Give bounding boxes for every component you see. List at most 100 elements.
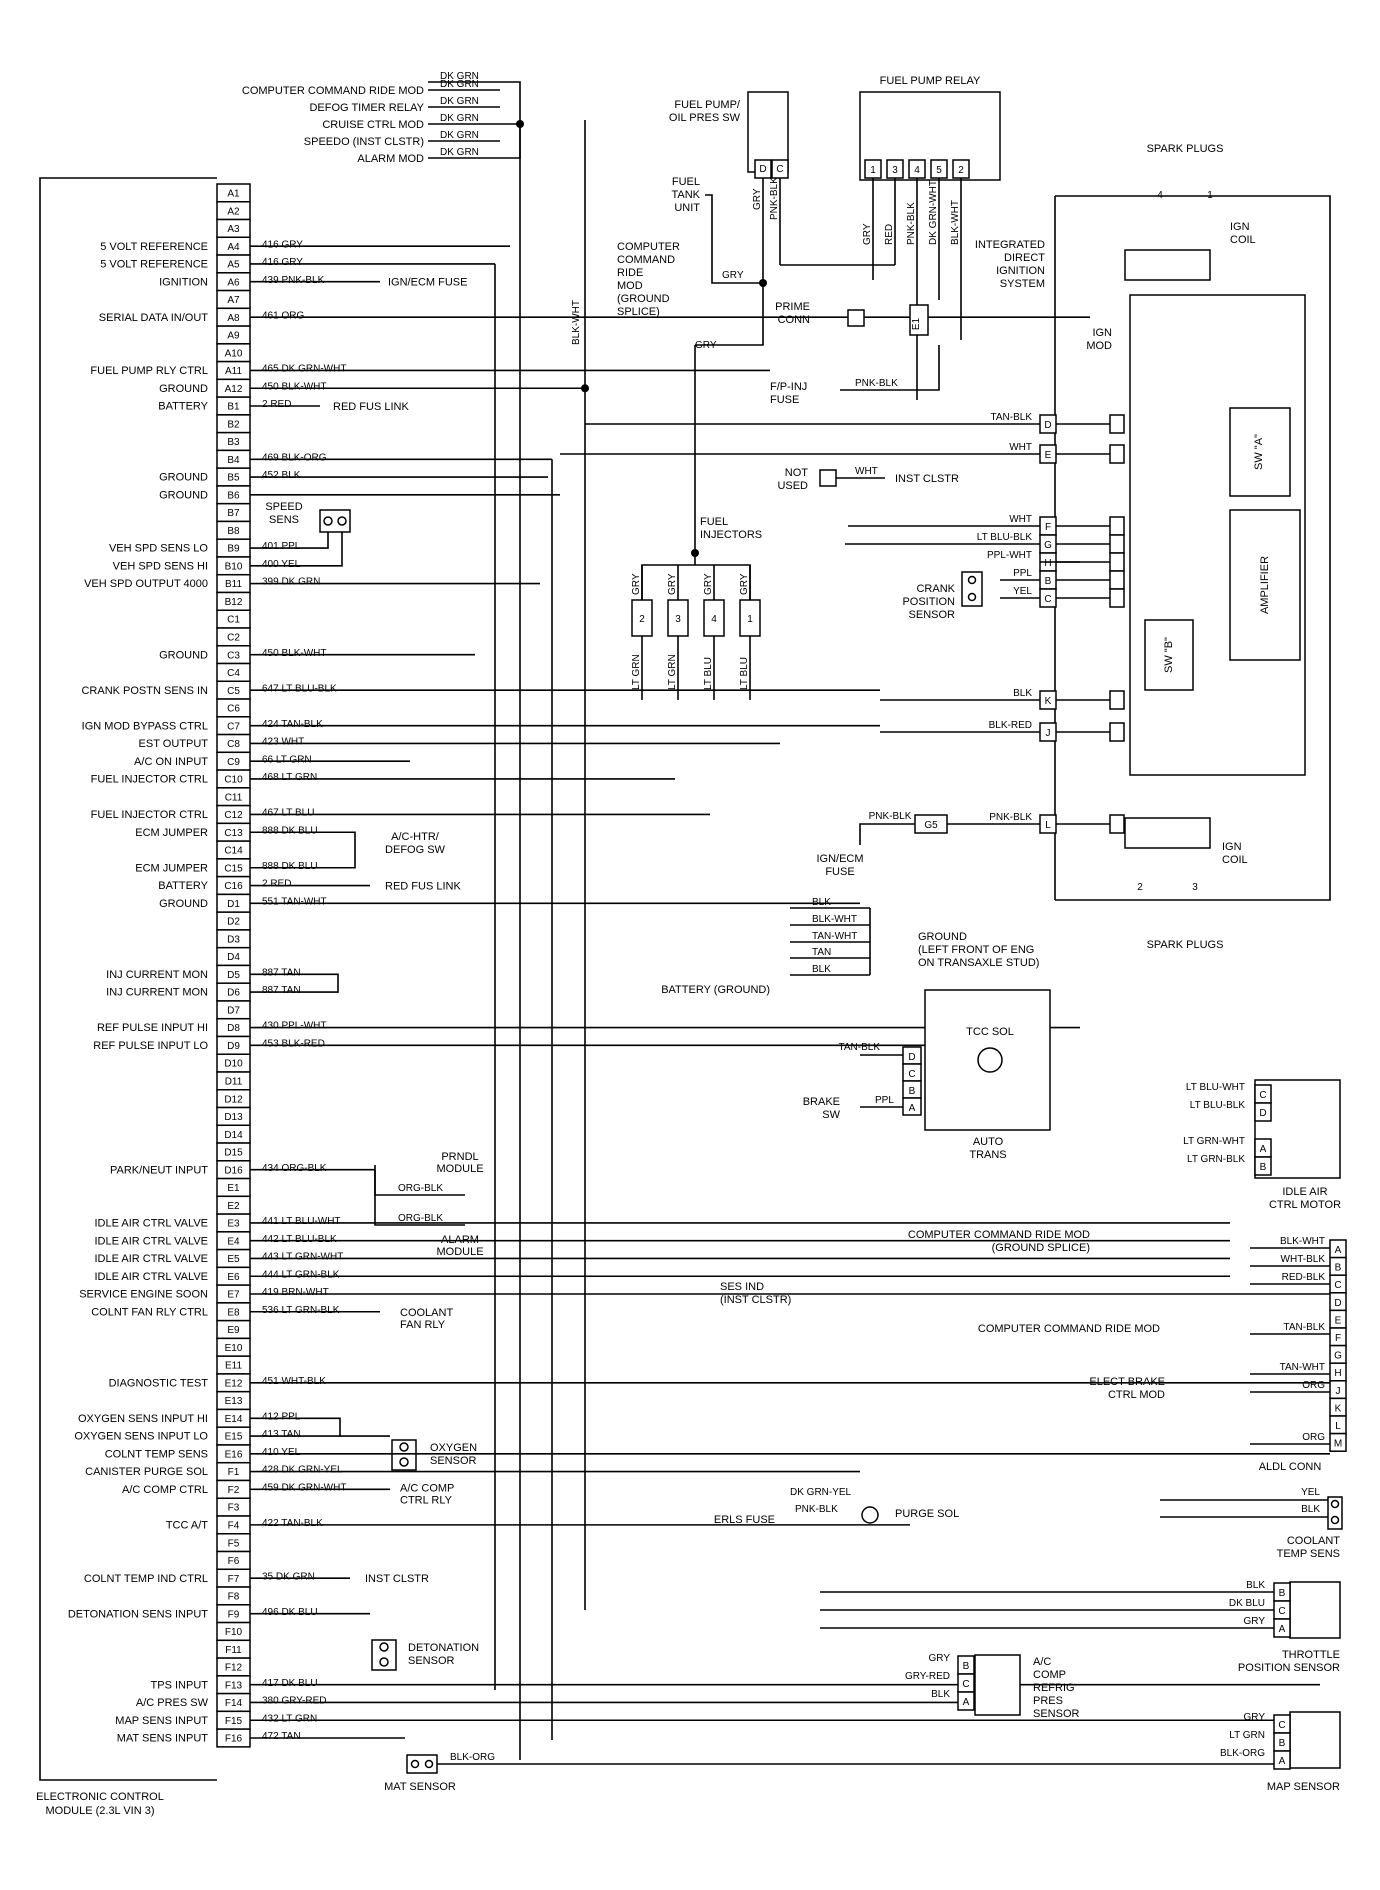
ecm-pin-id: C12 [224,810,243,821]
pin-id: H [1044,558,1051,569]
ecm-pin-id: E11 [225,1361,242,1372]
module-label: MOD [1086,340,1112,352]
module-label: OIL PRES SW [669,112,741,124]
wire-label: ORG-BLK [398,1213,443,1224]
terminal [1330,1515,1340,1525]
module-title: PRES [1033,1695,1063,1707]
module-title: POSITION SENSOR [1238,1662,1340,1674]
pin-id: K [1045,696,1052,707]
ecm-pin-label: BATTERY [158,401,208,413]
module-label: FUSE [770,394,799,406]
ecm-pin-id: B1 [227,402,240,413]
ecm-pin-id: E1 [227,1183,240,1194]
pin-id: E1 [911,317,922,330]
crank-sensor [961,571,983,607]
ecm-pin-id: C7 [227,721,240,732]
module-title: ALDL CONN [1259,1461,1322,1473]
ecm-pin-label: GROUND [159,472,208,484]
ecm-pin-label: A/C COMP CTRL [122,1484,208,1496]
module-title: A/C [1033,1656,1051,1668]
ecm-wire-label: 647 LT BLU-BLK [262,683,337,694]
wire-label: LT BLU-BLK [1190,1100,1246,1111]
ecm-pin-id: F9 [228,1609,240,1620]
ecm-pin-label: CANISTER PURGE SOL [85,1466,208,1478]
module-label: FAN RLY [400,1319,446,1331]
idis-term [1109,552,1125,572]
ecm-pin-label: GROUND [159,489,208,501]
module-label: CRANK [916,583,955,595]
module-label: MODULE [436,1163,483,1175]
wire-label: DK GRN [440,147,479,158]
ecm-pin-id: B4 [227,455,240,466]
module-label: A/C-HTR/ [391,831,440,843]
ecm-pin-id: D8 [227,1023,240,1034]
ecm-pin-label: VEH SPD SENS HI [113,560,208,572]
module-label: PURGE SOL [895,1508,959,1520]
iac-pin [1254,1156,1272,1176]
ecm-wire-label: 422 TAN-BLK [262,1518,323,1529]
module-label: INST CLSTR [365,1573,429,1585]
module-label: PRNDL [441,1151,478,1163]
module-title: SPARK PLUGS [1147,939,1224,951]
ecm-wire-label: 417 DK BLU [262,1678,318,1689]
module-label: SW "B" [1163,637,1175,673]
ecm-wire-label: 450 BLK-WHT [262,381,326,392]
ecm-pin-id: F1 [228,1467,240,1478]
sw-a [1229,407,1291,497]
pin-id: B [1335,1263,1342,1274]
ecm-pin-id: D16 [224,1165,243,1176]
module-title: GROUND [918,931,967,943]
ecm-pin-label: GROUND [159,383,208,395]
e1-box [909,304,929,336]
ign-coil-top [1124,249,1211,281]
pin-id: H [1334,1368,1341,1379]
ecm-pin-id: D12 [224,1094,243,1105]
module-label: SPLICE) [617,306,660,318]
ecm-pin-id: B5 [227,473,240,484]
module-label: SES IND [720,1281,764,1293]
ecm-pin-id: D10 [224,1059,243,1070]
ecm-pin-id: E7 [227,1290,240,1301]
ecm-pin-label: IGNITION [159,276,208,288]
ecm-wire-label: 432 LT GRN [262,1713,317,1724]
wire-label: GRY [722,270,744,281]
pin-id: F [1045,522,1051,533]
ecm-pin-id: C1 [227,615,240,626]
pin-id: E [1335,1315,1342,1326]
ecm-wire-label: 66 LT GRN [262,754,312,765]
splice-label: G5 [924,820,938,831]
module-title: THROTTLE [1282,1649,1340,1661]
ecm-pin-id: A4 [227,242,240,253]
module-label: DEFOG TIMER RELAY [309,102,424,114]
module-title: COMPUTER COMMAND RIDE MOD [978,1323,1160,1335]
module-label: RIDE [617,267,643,279]
ecm-pin-label: INJ CURRENT MON [106,987,208,999]
ecm-pin-id: B7 [227,508,240,519]
ecm-wire-label: 467 LT BLU [262,808,314,819]
ecm-wire-label: 888 DK BLU [262,825,318,836]
wire [840,345,940,391]
ecm-wire-label: 423 WHT [262,737,304,748]
module-label: FUEL [700,516,728,528]
ecm-pin-id: D11 [225,1077,243,1088]
ecm-pin-label: EST OUTPUT [139,738,209,750]
wire-label: RED [884,224,895,245]
ecm-wire-label: 424 TAN-BLK [262,719,323,730]
module-label: (GROUND [617,293,670,305]
module-title: COMP [1033,1669,1066,1681]
ecm-pin-label: MAT SENS INPUT [117,1733,209,1745]
wire-label: LT BLU [703,657,714,690]
wire-label: PNK-BLK [795,1504,838,1515]
module-label: IGN [1230,221,1250,233]
ecm-pin-id: F3 [228,1503,240,1514]
ecm-wire-label: 465 DK GRN-WHT [262,364,346,375]
idis-term [1109,588,1125,608]
ecm-jumper-wire [250,831,356,869]
ecm-pin-label: OXYGEN SENS INPUT LO [74,1431,208,1443]
ecm-wire-label: 444 LT GRN-BLK [262,1269,340,1280]
module-title: TRANS [969,1149,1006,1161]
wire-label: PNK-BLK [769,177,780,220]
wire-label: LT GRN [631,654,642,690]
injector-number: 2 [639,614,645,625]
